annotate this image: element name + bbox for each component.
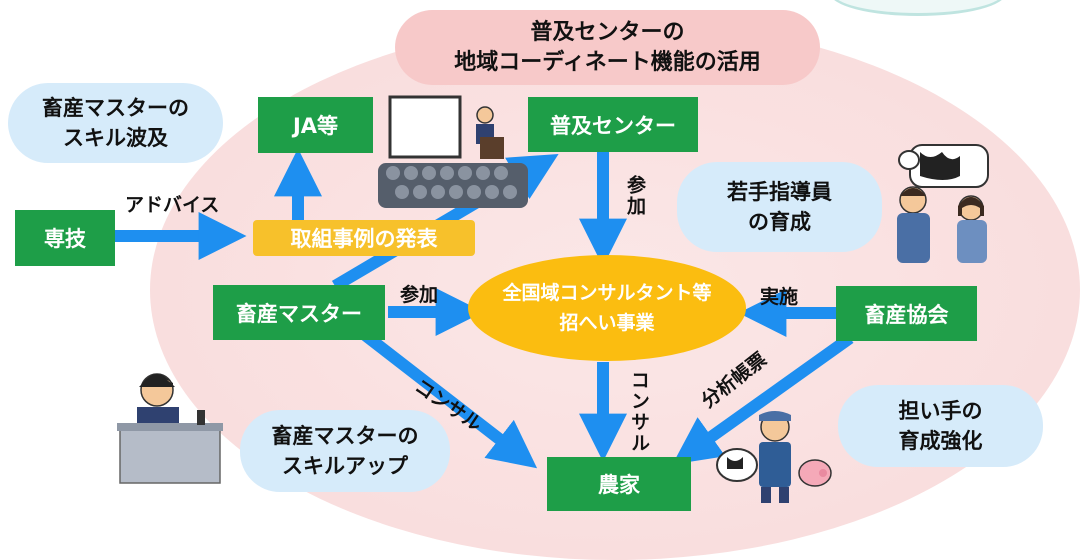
box-association: 畜産協会	[836, 286, 977, 341]
cloud-young-leaders-line1: 若手指導員	[727, 180, 832, 204]
central-project-line1: 全国域コンサルタント等	[502, 282, 712, 304]
central-project-oval: 全国域コンサルタント等 招へい事業	[468, 255, 746, 361]
box-extension-center: 普及センター	[528, 97, 698, 152]
cloud-successors-line1: 担い手の	[898, 399, 983, 423]
cloud-young-leaders-line2: の育成	[748, 210, 811, 234]
case-presentation-bar: 取組事例の発表	[253, 220, 475, 256]
box-master: 畜産マスター	[213, 285, 385, 340]
label-implement: 実施	[760, 286, 799, 308]
cloud-skill-spread-line2: スキル波及	[63, 126, 168, 150]
cloud-skill-spread-line1: 畜産マスターの	[42, 96, 189, 120]
coordination-bubble: 普及センターの 地域コーディネート機能の活用	[395, 10, 820, 85]
box-farmer: 農家	[547, 457, 691, 511]
presentation-illustration	[378, 95, 528, 210]
coordination-line2: 地域コーディネート機能の活用	[454, 49, 761, 75]
arrow-association-to-farmer	[672, 333, 854, 465]
box-senpo: 専技	[15, 210, 115, 266]
office-worker-illustration	[115, 365, 225, 485]
cloud-successors: 担い手の 育成強化	[838, 385, 1043, 467]
farmer-image	[716, 411, 832, 503]
label-advice: アドバイス	[125, 194, 220, 216]
cloud-successors-line2: 育成強化	[898, 429, 983, 453]
cow-staff-image	[897, 144, 989, 263]
arrow-master-to-farmer	[361, 330, 538, 469]
cloud-skill-up-line1: 畜産マスターの	[271, 424, 419, 448]
label-participate-master: 参加	[400, 284, 439, 306]
central-project-line2: 招へい事業	[559, 312, 655, 334]
box-ja: JA等	[258, 97, 373, 153]
presentation-image	[378, 95, 528, 208]
cow-and-staff-illustration	[885, 140, 1005, 265]
cloud-skill-up-line2: スキルアップ	[282, 454, 408, 478]
label-participate-top: 参加	[624, 175, 646, 217]
farmer-illustration	[715, 405, 835, 505]
cloud-skill-spread: 畜産マスターの スキル波及	[8, 83, 223, 163]
cloud-skill-up: 畜産マスターの スキルアップ	[240, 410, 450, 492]
office-worker-image	[117, 373, 223, 484]
coordination-line1: 普及センターの	[530, 19, 685, 45]
cloud-young-leaders: 若手指導員 の育成	[677, 162, 882, 252]
label-consult-vertical: コンサル	[628, 370, 650, 454]
